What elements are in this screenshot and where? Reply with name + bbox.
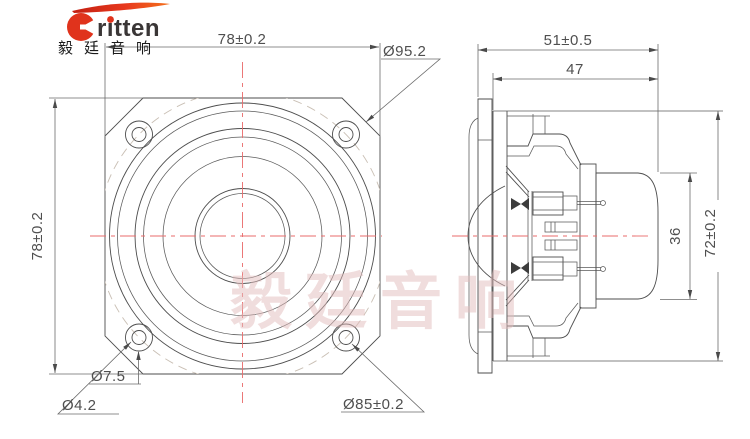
logo-i-dot: [107, 16, 114, 23]
pole-piece-bars: [544, 221, 578, 251]
cone-bottom: [505, 274, 530, 307]
dim-magnet-height-lines: [660, 172, 697, 300]
dim-magnet-height-label: 36: [667, 227, 684, 245]
dim-hole-label: Ø4.2: [62, 397, 97, 414]
flange-plate: [477, 98, 493, 374]
mounting-hole-bottom-right: [332, 323, 360, 352]
dim-corner-diameter-label: Ø95.2: [383, 43, 426, 60]
basket-arm-top-outer: [507, 133, 582, 166]
basket-arm-bottom-outer: [507, 306, 582, 339]
dim-front-width-label: 78±0.2: [218, 31, 267, 48]
dimensions: 78±0.2 78±0.2 Ø95.2 Ø7.5 Ø4.2 Ø85±0.2 51…: [29, 31, 726, 415]
terminal-block-bottom: [532, 256, 578, 281]
lead-wire-bottom: [577, 267, 601, 271]
eyelet-bottom: [600, 266, 606, 272]
magnet-outline: [595, 172, 659, 300]
red-swoosh-icon: [72, 2, 170, 13]
frame-octagon: [104, 97, 381, 375]
mounting-hole-bottom-left: [125, 323, 153, 352]
dim-front-height-lines: [49, 97, 143, 375]
logo-brand-text: ritten: [97, 15, 160, 42]
dim-corner-diameter-leader: [365, 58, 442, 123]
terminal-block-top: [532, 191, 578, 216]
dim-bolt-circle-leader: [341, 343, 426, 413]
gasket-joints: [478, 139, 492, 333]
dim-depth-body-lines: [492, 73, 658, 110]
side-view: [452, 98, 723, 374]
brand-logo: ritten 毅廷音响: [58, 2, 170, 57]
basket-arm-bottom-inner: [507, 302, 579, 327]
dim-text-mask: [708, 200, 726, 272]
solder-lug-bottom: [511, 262, 529, 274]
gasket-bulge: [468, 117, 479, 355]
dim-front-width-lines: [104, 43, 381, 137]
basket-arm-top-ribs: [532, 114, 546, 134]
red-crescent-e-icon: [67, 13, 102, 41]
dim-depth-body-label: 47: [566, 61, 584, 78]
mounting-hole-top-right: [332, 120, 360, 149]
dim-depth-overall-lines: [477, 44, 659, 172]
logo-chinese-text: 毅廷音响: [58, 40, 162, 57]
dim-bolt-circle-label: Ø85±0.2: [343, 396, 404, 413]
solder-lug-top: [511, 198, 529, 210]
cone-top: [505, 165, 530, 198]
basket-arm-bottom-ribs: [532, 338, 546, 358]
dim-hole-leader: [57, 341, 132, 415]
lead-wire-top: [577, 201, 601, 205]
eyelet-top: [600, 200, 606, 206]
front-view: [90, 62, 382, 403]
dim-height-overall-label: 72±0.2: [702, 209, 719, 258]
mounting-hole-top-left: [125, 120, 153, 149]
dim-depth-overall-label: 51±0.5: [544, 32, 593, 49]
watermark-text: 毅廷音响: [230, 268, 530, 337]
dim-front-height-label: 78±0.2: [29, 212, 46, 261]
dim-boss-label: Ø7.5: [91, 368, 126, 385]
basket-arm-top-inner: [507, 145, 579, 170]
